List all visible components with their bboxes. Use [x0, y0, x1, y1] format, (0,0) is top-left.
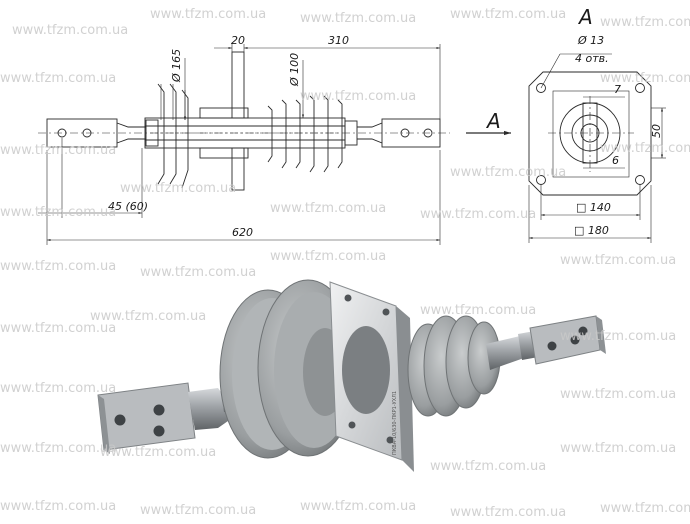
- watermark: www.tfzm.com.ua: [140, 503, 256, 518]
- render-right-terminal: [518, 315, 606, 365]
- watermark: www.tfzm.com.ua: [450, 165, 566, 180]
- dim-310: 310: [328, 34, 349, 47]
- watermark: www.tfzm.com.ua: [0, 321, 116, 336]
- dim-sq180: □ 180: [574, 224, 609, 237]
- dim-hole-dia: Ø 13: [577, 34, 604, 47]
- terminal-hole: [57, 128, 67, 138]
- watermark: www.tfzm.com.ua: [450, 505, 566, 520]
- dim-sq140: □ 140: [576, 201, 611, 214]
- dim-20: 20: [231, 34, 245, 47]
- core-section: [144, 117, 346, 127]
- front-view-drawing: 620 45 (60) 20 310 Ø 165 Ø 100: [38, 34, 450, 245]
- dim-45-60: 45 (60): [108, 200, 148, 213]
- watermark: www.tfzm.com.ua: [450, 7, 566, 22]
- right-terminal: [381, 118, 441, 148]
- dim-7: 7: [614, 83, 621, 96]
- view-arrow-label: A: [485, 109, 501, 133]
- view-a-drawing: A Ø 13 4 отв. 7 6 50: [528, 5, 666, 243]
- product-render: ПКВА-10/630-ПКР1-УХЛ1: [70, 258, 618, 520]
- watermark: www.tfzm.com.ua: [600, 501, 690, 516]
- watermark: www.tfzm.com.ua: [150, 7, 266, 22]
- render-flange: ПКВА-10/630-ПКР1-УХЛ1: [329, 281, 414, 472]
- watermark: www.tfzm.com.ua: [0, 441, 116, 456]
- terminal-hole: [82, 128, 92, 138]
- dim-50: 50: [650, 124, 663, 138]
- watermark: www.tfzm.com.ua: [12, 23, 128, 38]
- mounting-hole: [536, 175, 546, 185]
- watermark: www.tfzm.com.ua: [0, 381, 116, 396]
- flange-outline: [528, 71, 652, 196]
- watermark: www.tfzm.com.ua: [300, 11, 416, 26]
- mounting-hole: [635, 83, 645, 93]
- watermark: www.tfzm.com.ua: [600, 15, 690, 30]
- watermark: www.tfzm.com.ua: [560, 253, 676, 268]
- watermark-layer: www.tfzm.com.ua www.tfzm.com.ua www.tfzm…: [0, 7, 690, 520]
- watermark: www.tfzm.com.ua: [120, 181, 236, 196]
- watermark: www.tfzm.com.ua: [0, 71, 116, 86]
- watermark: www.tfzm.com.ua: [420, 207, 536, 222]
- render-left-terminal: [97, 382, 230, 454]
- mounting-hole: [635, 175, 645, 185]
- watermark: www.tfzm.com.ua: [600, 71, 690, 86]
- render-right-sheds: [407, 315, 501, 417]
- watermark: www.tfzm.com.ua: [140, 265, 256, 280]
- watermark: www.tfzm.com.ua: [0, 259, 116, 274]
- watermark: www.tfzm.com.ua: [0, 205, 116, 220]
- watermark: www.tfzm.com.ua: [600, 141, 690, 156]
- watermark: www.tfzm.com.ua: [90, 309, 206, 324]
- dim-hole-count: 4 отв.: [575, 52, 609, 65]
- watermark: www.tfzm.com.ua: [270, 201, 386, 216]
- watermark: www.tfzm.com.ua: [560, 441, 676, 456]
- dim-6: 6: [612, 154, 619, 167]
- watermark: www.tfzm.com.ua: [0, 143, 116, 158]
- left-sheds: [157, 83, 189, 189]
- watermark: www.tfzm.com.ua: [0, 499, 116, 514]
- view-a-title: A: [577, 5, 593, 29]
- dim-d165: Ø 165: [170, 49, 183, 83]
- flange-marking: ПКВА-10/630-ПКР1-УХЛ1: [392, 391, 398, 455]
- mounting-hole: [536, 83, 546, 93]
- right-sheds: [267, 95, 343, 173]
- watermark: www.tfzm.com.ua: [300, 499, 416, 514]
- watermark: www.tfzm.com.ua: [300, 89, 416, 104]
- watermark: www.tfzm.com.ua: [100, 445, 216, 460]
- dim-d100: Ø 100: [288, 53, 301, 87]
- watermark: www.tfzm.com.ua: [270, 249, 386, 264]
- watermark: www.tfzm.com.ua: [420, 303, 536, 318]
- dim-620: 620: [232, 226, 253, 239]
- watermark: www.tfzm.com.ua: [430, 459, 546, 474]
- watermark: www.tfzm.com.ua: [560, 387, 676, 402]
- left-terminal: [46, 118, 118, 148]
- view-arrow-a: A: [466, 109, 511, 136]
- watermark: www.tfzm.com.ua: [560, 329, 676, 344]
